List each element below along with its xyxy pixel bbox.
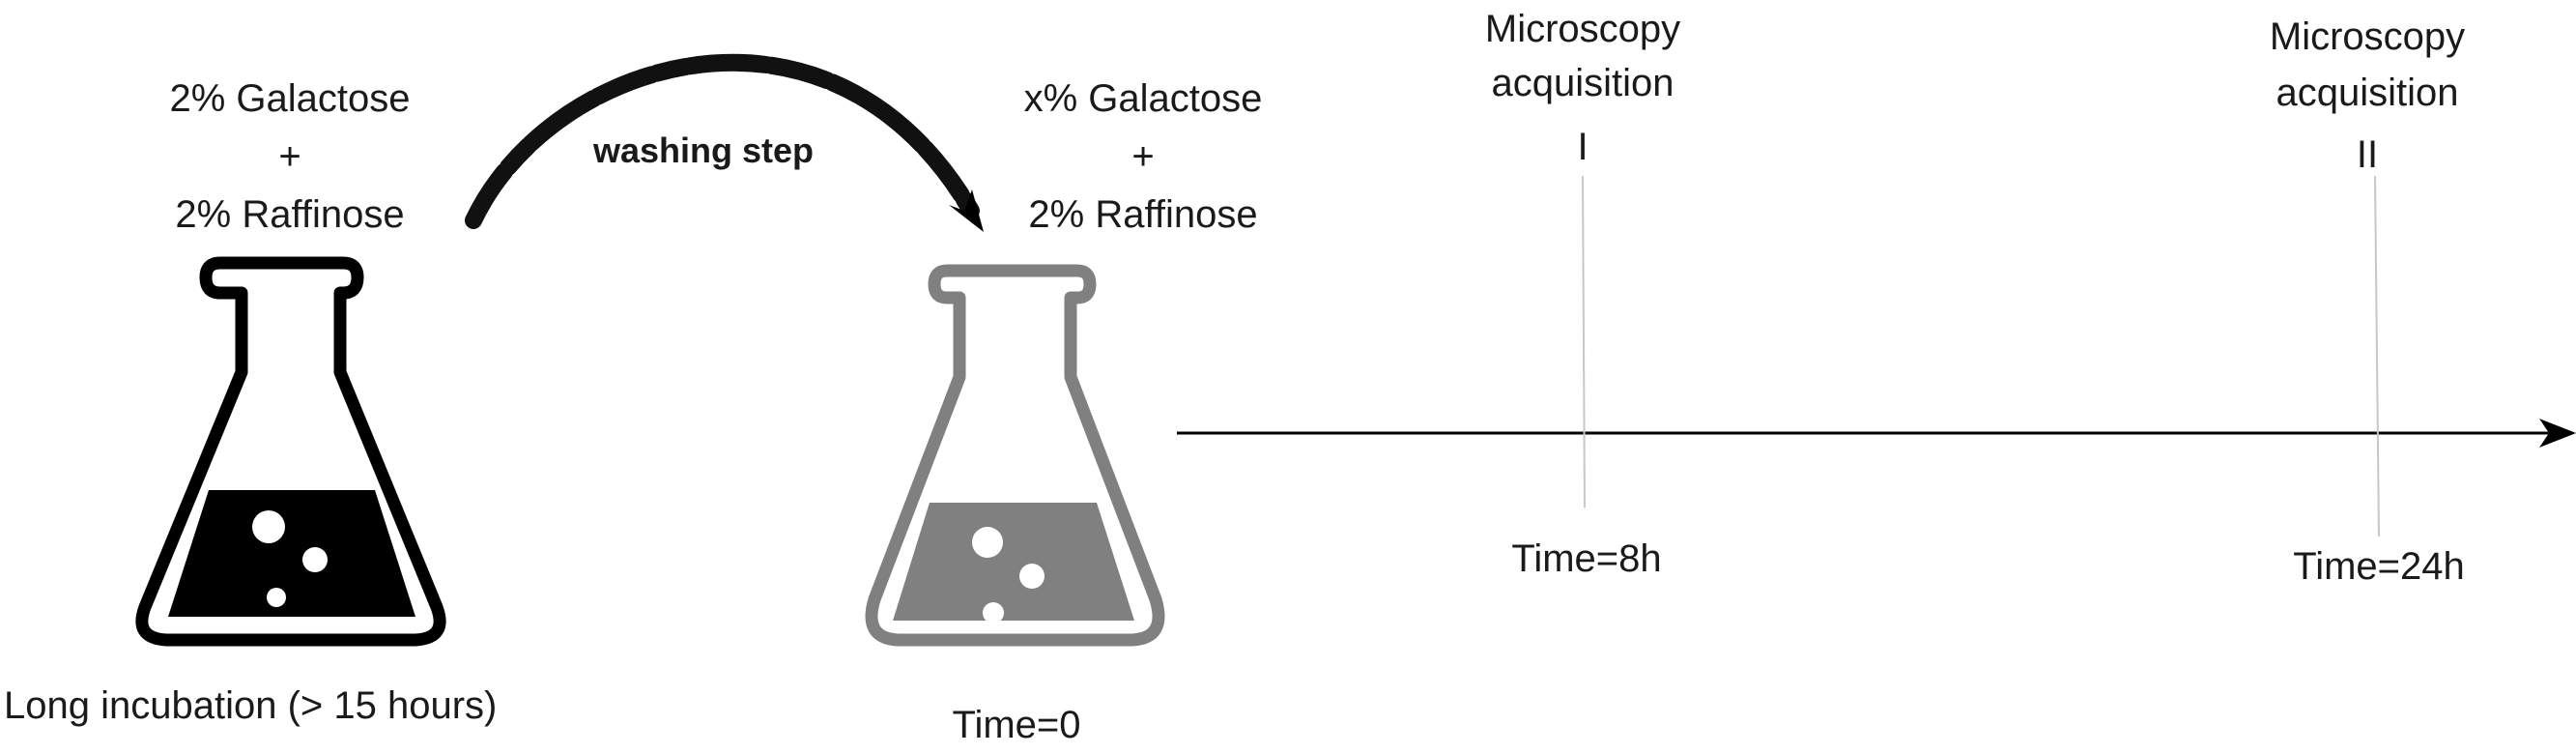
acquisition-1-line1: Microscopy <box>1484 8 1681 50</box>
flask-2-caption: Time=0 <box>952 704 1081 746</box>
acquisition-1-line2: acquisition <box>1491 62 1674 104</box>
acquisition-2-line2: acquisition <box>2275 72 2459 114</box>
acquisition-2-numeral: II <box>2356 133 2379 176</box>
flask-1-medium-line1: 2% Galactose <box>169 77 411 120</box>
acquisition-2-line1: Microscopy <box>2269 15 2466 58</box>
flask-1-plus: + <box>278 135 301 178</box>
acquisition-1-time: Time=8h <box>1511 537 1662 580</box>
flask-1-caption: Long incubation (> 15 hours) <box>4 684 498 727</box>
washing-step-arrow <box>465 53 984 232</box>
flask-2-icon <box>865 264 1165 647</box>
flask-2-medium-line1: x% Galactose <box>1023 77 1263 120</box>
timeline-arrowhead <box>2539 419 2576 448</box>
acquisition-1-tick <box>1582 175 1586 508</box>
flask-1-icon <box>135 256 446 647</box>
washing-step-label: washing step <box>592 130 815 170</box>
flask-2-medium-line2: 2% Raffinose <box>1028 193 1258 236</box>
acquisition-1-numeral: I <box>1577 126 1589 168</box>
flask-2-plus: + <box>1131 135 1155 178</box>
acquisition-2-tick <box>2374 175 2380 537</box>
acquisition-2-time: Time=24h <box>2293 545 2465 588</box>
flask-1-medium-line2: 2% Raffinose <box>175 193 405 236</box>
